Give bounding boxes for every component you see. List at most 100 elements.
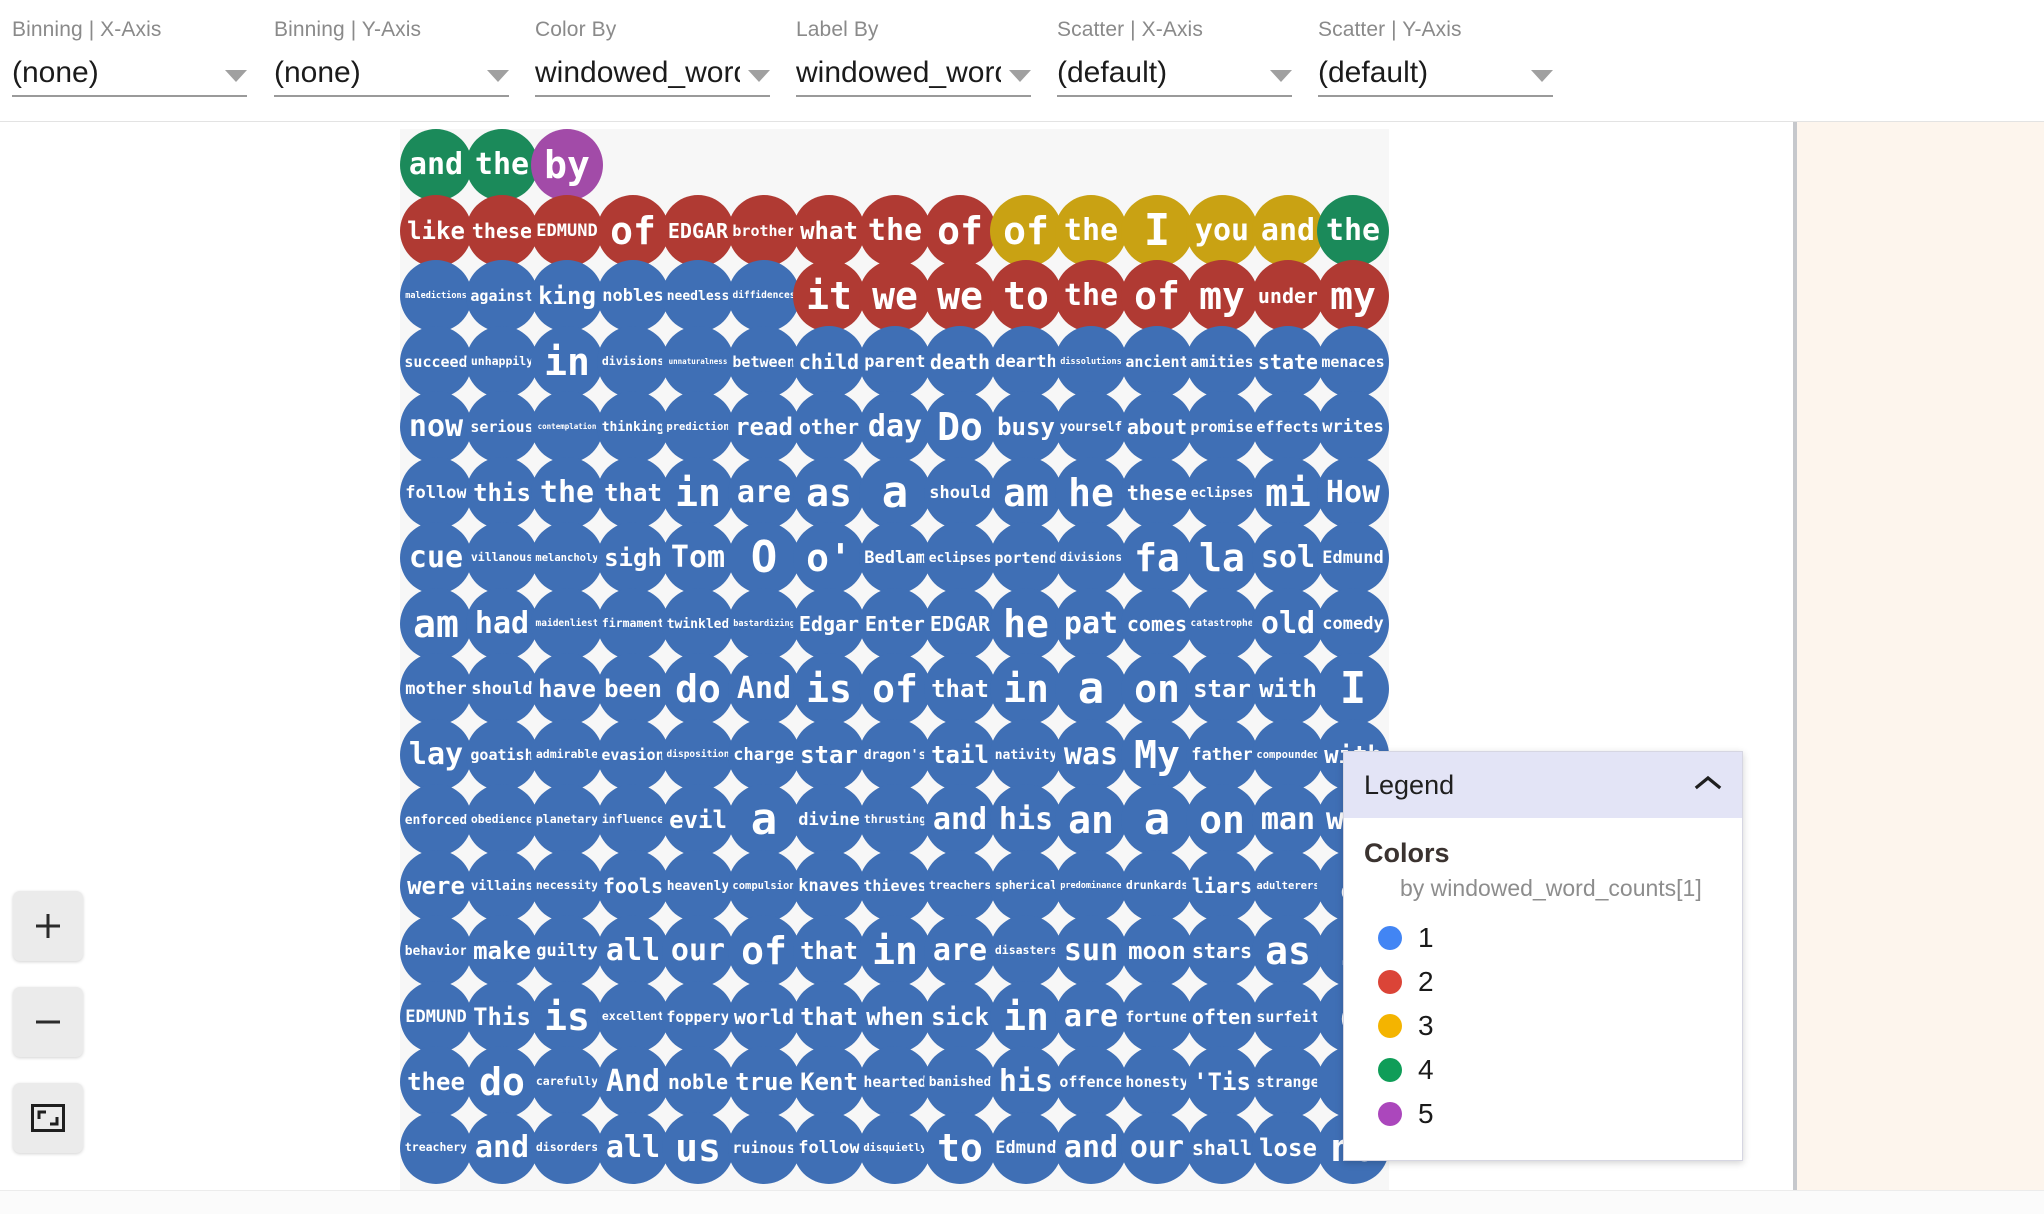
bubble-point[interactable]: of (597, 195, 669, 267)
bubble-point[interactable]: treachery (400, 1112, 472, 1184)
bubble-point[interactable]: liars (1186, 850, 1258, 922)
bubble-point[interactable]: divine (793, 784, 865, 856)
bubble-point[interactable]: necessity (531, 850, 603, 922)
bubble-point[interactable]: and (400, 129, 472, 201)
bubble-point[interactable]: are (728, 457, 800, 529)
bubble-point[interactable]: us (662, 1112, 734, 1184)
bubble-point[interactable]: EDMUND (400, 981, 472, 1053)
bubble-point[interactable]: Edmund (990, 1112, 1062, 1184)
bubble-point[interactable]: nativity (990, 719, 1062, 791)
bubble-point[interactable]: an (1055, 784, 1127, 856)
bubble-point[interactable]: read (728, 391, 800, 463)
bubble-point[interactable]: his (990, 1046, 1062, 1118)
binning-x-axis-select[interactable]: (none) (12, 51, 247, 97)
zoom-out-button[interactable] (13, 987, 83, 1057)
bubble-point[interactable]: our (662, 915, 734, 987)
bubble-point[interactable]: And (728, 653, 800, 725)
bubble-point[interactable]: star (1186, 653, 1258, 725)
bubble-point[interactable]: fools (597, 850, 669, 922)
bubble-point[interactable]: ruinous (728, 1112, 800, 1184)
bubble-point[interactable]: to (924, 1112, 996, 1184)
bubble-point[interactable]: surfeit (1252, 981, 1324, 1053)
bubble-point[interactable]: in (990, 653, 1062, 725)
zoom-fit-button[interactable] (13, 1083, 83, 1153)
bubble-point[interactable]: all (597, 915, 669, 987)
bubble-point[interactable]: compounded (1252, 719, 1324, 791)
bubble-point[interactable]: are (1055, 981, 1127, 1053)
bubble-point[interactable]: twinkled (662, 588, 734, 660)
bubble-point[interactable]: my (1186, 260, 1258, 332)
bubble-point[interactable]: knaves (793, 850, 865, 922)
scatter-x-axis-control[interactable]: Scatter | X-Axis(default) (1057, 18, 1292, 104)
bubble-point[interactable]: dissolutions (1055, 326, 1127, 398)
bubble-point[interactable]: villains (466, 850, 538, 922)
bubble-point[interactable]: yourself (1055, 391, 1127, 463)
bubble-point[interactable]: a (1055, 653, 1127, 725)
bubble-point[interactable]: am (990, 457, 1062, 529)
bubble-point[interactable]: comes (1121, 588, 1193, 660)
bubble-point[interactable]: all (597, 1112, 669, 1184)
bubble-point[interactable]: on (1121, 653, 1193, 725)
bubble-point[interactable]: the (1317, 195, 1389, 267)
legend-panel[interactable]: Legend Colors by windowed_word_counts[1]… (1343, 751, 1743, 1161)
bubble-point[interactable]: these (1121, 457, 1193, 529)
binning-x-axis-control[interactable]: Binning | X-Axis(none) (12, 18, 247, 104)
bubble-point[interactable]: my (1317, 260, 1389, 332)
legend-item[interactable]: 2 (1364, 960, 1722, 1004)
bubble-point[interactable]: EDGAR (924, 588, 996, 660)
bubble-point[interactable]: thinking (597, 391, 669, 463)
bubble-point[interactable]: what (793, 195, 865, 267)
bubble-point[interactable]: man (1252, 784, 1324, 856)
bubble-point[interactable]: spherical (990, 850, 1062, 922)
bubble-point[interactable]: do (662, 653, 734, 725)
bubble-point[interactable]: death (924, 326, 996, 398)
bubble-point[interactable]: fortune (1121, 981, 1193, 1053)
bubble-point[interactable]: parent (859, 326, 931, 398)
bubble-point[interactable]: disquietly (859, 1112, 931, 1184)
bubble-point[interactable]: true (728, 1046, 800, 1118)
bubble-point[interactable]: pat (1055, 588, 1127, 660)
bubble-point[interactable]: sick (924, 981, 996, 1053)
scatter-y-axis-control[interactable]: Scatter | Y-Axis(default) (1318, 18, 1553, 104)
scatter-x-axis-select[interactable]: (default) (1057, 51, 1292, 97)
bubble-point[interactable]: Tom (662, 522, 734, 594)
bubble-point[interactable]: in (859, 915, 931, 987)
bubble-point[interactable]: should (466, 653, 538, 725)
bubble-point[interactable]: other (793, 391, 865, 463)
bubble-point[interactable]: EDMUND (531, 195, 603, 267)
bubble-point[interactable]: How (1317, 457, 1389, 529)
bubble-point[interactable]: Edgar (793, 588, 865, 660)
bubble-point[interactable]: he (1055, 457, 1127, 529)
bubble-point[interactable]: as (1252, 915, 1324, 987)
bubble-point[interactable]: Kent (793, 1046, 865, 1118)
legend-header[interactable]: Legend (1344, 752, 1742, 818)
bubble-point[interactable]: and (466, 1112, 538, 1184)
bubble-point[interactable]: la (1186, 522, 1258, 594)
bubble-point[interactable]: these (466, 195, 538, 267)
bubble-point[interactable]: I (1317, 653, 1389, 725)
bubble-point[interactable]: EDGAR (662, 195, 734, 267)
bubble-point[interactable]: moon (1121, 915, 1193, 987)
bubble-point[interactable]: as (793, 457, 865, 529)
bubble-point[interactable]: sun (1055, 915, 1127, 987)
bubble-point[interactable]: make (466, 915, 538, 987)
bubble-point[interactable]: Enter (859, 588, 931, 660)
bubble-point[interactable]: guilty (531, 915, 603, 987)
bubble-point[interactable]: do (466, 1046, 538, 1118)
chevron-down-icon[interactable] (1531, 70, 1553, 82)
bubble-point[interactable]: cue (400, 522, 472, 594)
bubble-point[interactable]: on (1186, 784, 1258, 856)
bubble-point[interactable]: firmament (597, 588, 669, 660)
bubble-point[interactable]: mother (400, 653, 472, 725)
bubble-point[interactable]: unnaturalness (662, 326, 734, 398)
bubble-point[interactable]: by (531, 129, 603, 201)
bubble-point[interactable]: charge (728, 719, 800, 791)
bubble-point[interactable]: obedience (466, 784, 538, 856)
bubble-point[interactable]: carefully (531, 1046, 603, 1118)
bubble-point[interactable]: now (400, 391, 472, 463)
bubble-point[interactable]: banished (924, 1046, 996, 1118)
bubble-point[interactable]: effects (1252, 391, 1324, 463)
bubble-point[interactable]: have (531, 653, 603, 725)
bubble-point[interactable]: in (531, 326, 603, 398)
bubble-point[interactable]: eclipses (924, 522, 996, 594)
